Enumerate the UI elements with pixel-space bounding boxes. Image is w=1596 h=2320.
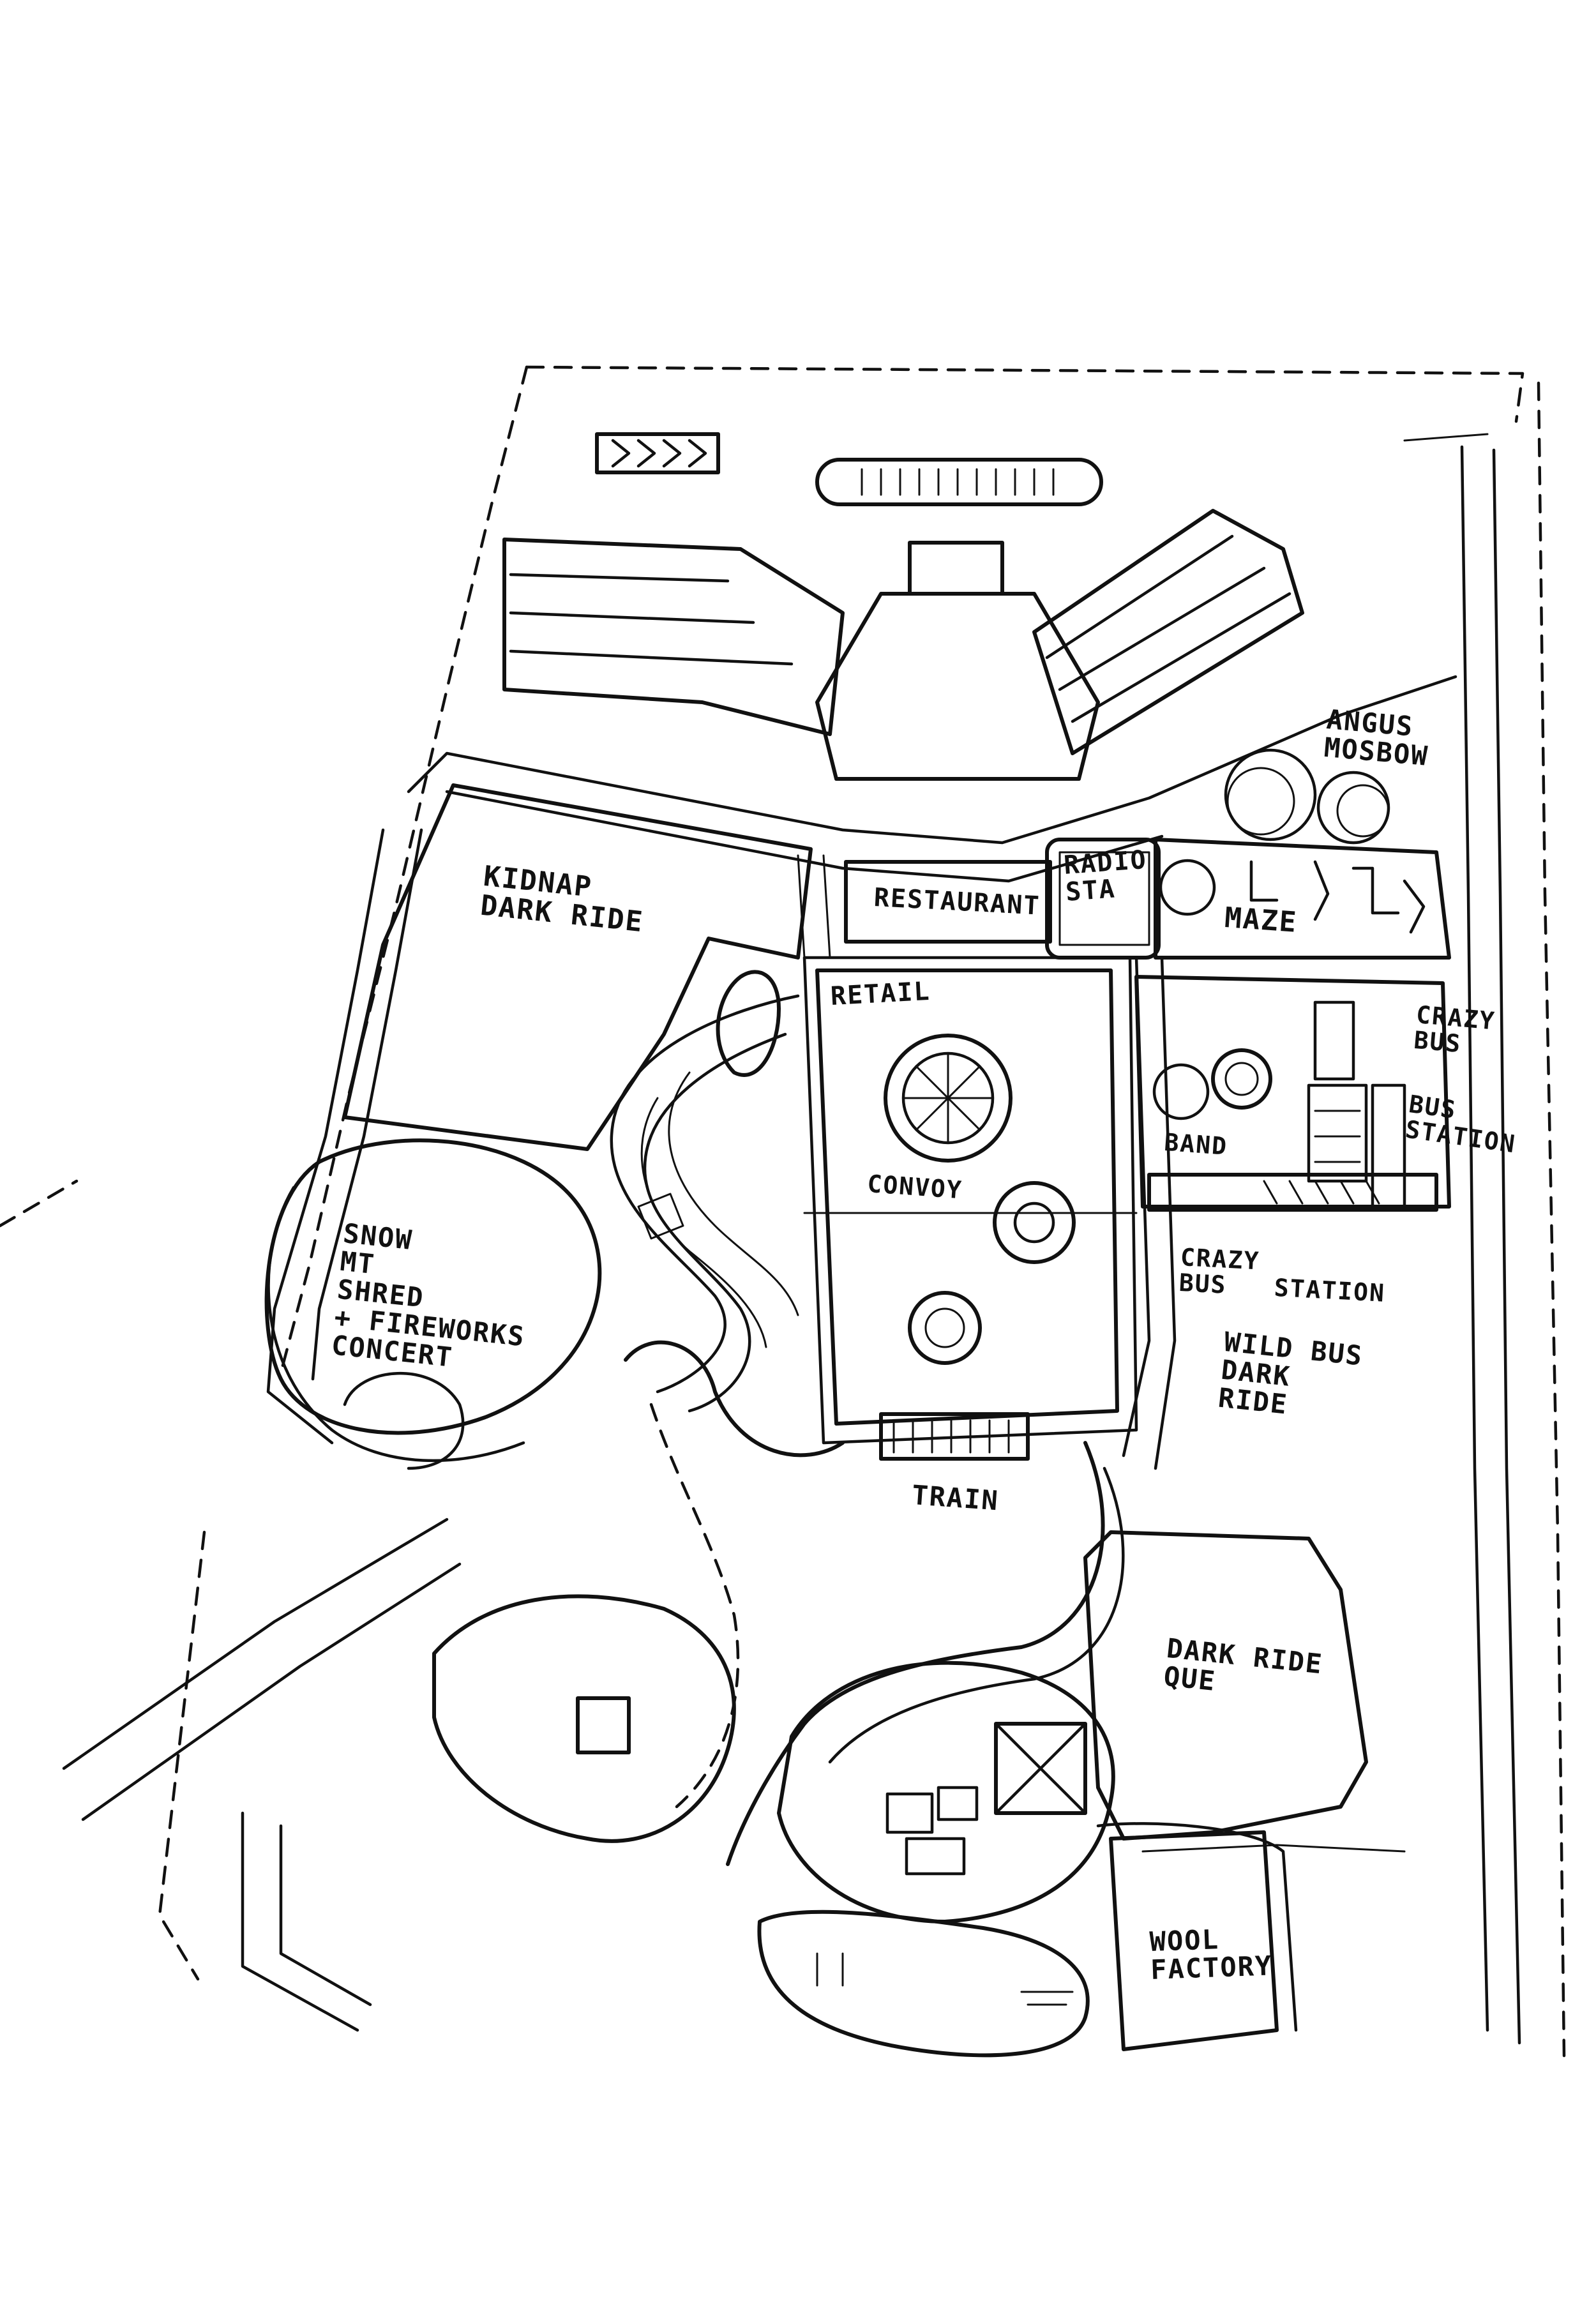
entry-parking (595, 432, 1103, 506)
kidnap-dark-ride-block (343, 783, 813, 1151)
central-plaza (802, 956, 1138, 1445)
snow-mountain-loop (264, 1138, 602, 1470)
connecting-paths (797, 854, 1406, 1853)
label-angus-mosbow: ANGUS MOSBOW (1323, 704, 1430, 772)
label-train: TRAIN (910, 1479, 1000, 1517)
label-snow-mountain: SNOW MT SHRED + FIREWORKS CONCERT (329, 1217, 527, 1374)
label-wool-factory: WOOL FACTORY (1148, 1924, 1274, 1986)
label-crazy-bus-station: CRAZY BUS STATION (1178, 1243, 1387, 1307)
dark-ride-queue-block (1083, 1530, 1368, 1841)
label-radio-station: RADIO STA (1062, 845, 1148, 907)
label-band: BAND (1163, 1128, 1229, 1161)
label-wild-bus-dark-ride: WILD BUS DARK RIDE (1216, 1326, 1365, 1420)
site-boundary (0, 365, 1566, 2058)
label-retail: RETAIL (829, 976, 931, 1011)
west-edge-roads (62, 1518, 462, 2032)
ring-road (266, 675, 1457, 1445)
maze-block (1154, 838, 1451, 960)
retail-queue-paths (610, 970, 800, 1413)
south-village (432, 1594, 1115, 2058)
main-building (502, 509, 1304, 781)
bus-band-area (1134, 975, 1451, 1212)
label-maze: MAZE (1223, 901, 1299, 939)
east-road (1403, 433, 1521, 2045)
angus-mosbow-circles (1224, 748, 1390, 845)
label-crazy-bus-top: CRAZY BUS (1412, 1000, 1497, 1058)
